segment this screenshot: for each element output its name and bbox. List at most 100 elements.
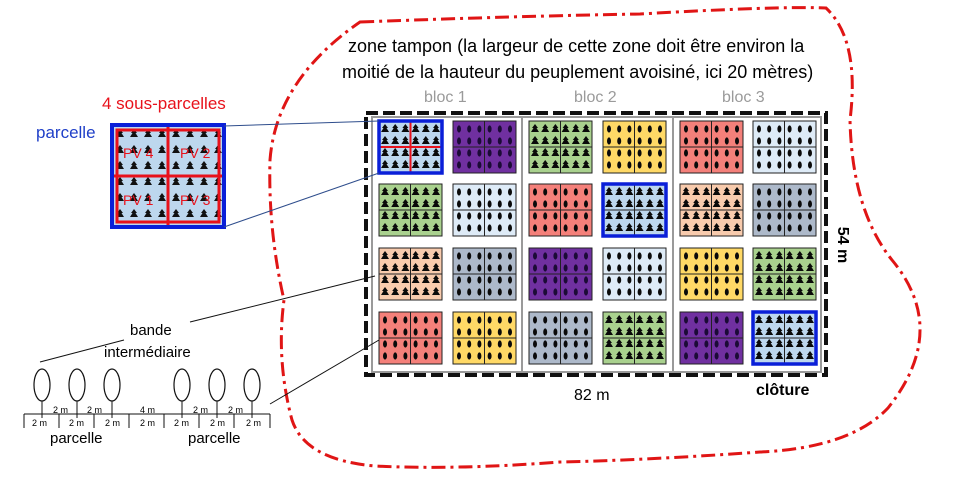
row-glyph bbox=[777, 224, 782, 232]
tree-glyph bbox=[186, 161, 194, 169]
tree-glyph bbox=[411, 287, 420, 295]
zoomed-parcel-border bbox=[110, 123, 226, 229]
row-glyph bbox=[684, 288, 688, 296]
tree-glyph bbox=[806, 251, 814, 259]
row-glyph bbox=[767, 224, 772, 232]
row-glyph bbox=[724, 316, 729, 324]
row-glyph bbox=[563, 212, 568, 220]
row-glyph bbox=[767, 149, 772, 157]
row-glyph bbox=[647, 276, 652, 284]
parcel-border bbox=[752, 183, 817, 237]
tree-glyph bbox=[795, 351, 804, 359]
row-glyph bbox=[477, 328, 482, 336]
spacing-top-1: 2 m bbox=[53, 405, 69, 415]
row-glyph bbox=[797, 224, 802, 232]
row-glyph bbox=[467, 149, 472, 157]
tree-glyph bbox=[531, 160, 539, 168]
tree-glyph bbox=[551, 136, 560, 144]
tree-glyph bbox=[432, 263, 440, 271]
tree-glyph bbox=[551, 124, 560, 132]
row-glyph bbox=[777, 137, 782, 145]
tree-glyph bbox=[645, 339, 654, 347]
row-glyph bbox=[553, 328, 558, 336]
parcel-5 bbox=[679, 120, 744, 174]
row-glyph bbox=[467, 328, 472, 336]
tree-glyph bbox=[702, 187, 711, 195]
parcel-label: parcelle bbox=[36, 123, 96, 142]
tree-glyph bbox=[755, 339, 763, 347]
tree-glyph bbox=[200, 209, 208, 217]
row-glyph bbox=[617, 252, 622, 260]
row-glyph bbox=[563, 288, 568, 296]
row-glyph bbox=[393, 316, 398, 324]
row-glyph bbox=[383, 328, 387, 336]
row-glyph bbox=[573, 252, 578, 260]
row-glyph bbox=[434, 316, 438, 324]
row-glyph bbox=[714, 125, 719, 133]
width-dimension-label: 82 m bbox=[574, 387, 610, 404]
parcel-13 bbox=[378, 247, 443, 301]
tree-glyph bbox=[391, 263, 400, 271]
row-glyph bbox=[714, 161, 719, 169]
fence-outline bbox=[364, 111, 828, 377]
row-glyph bbox=[724, 149, 729, 157]
tree-glyph bbox=[172, 177, 180, 185]
tree-glyph bbox=[682, 187, 690, 195]
callout-line-top bbox=[223, 120, 380, 127]
row-glyph bbox=[647, 288, 652, 296]
tree-glyph bbox=[712, 199, 721, 207]
tree-glyph bbox=[421, 251, 430, 259]
parcel-border bbox=[679, 120, 744, 174]
tree-glyph bbox=[381, 124, 389, 132]
tree-glyph bbox=[682, 211, 690, 219]
row-glyph bbox=[777, 188, 782, 196]
row-glyph bbox=[508, 316, 512, 324]
parcel-border bbox=[378, 183, 443, 237]
tree-glyph bbox=[605, 339, 613, 347]
row-glyph bbox=[497, 137, 502, 145]
row-glyph bbox=[637, 149, 642, 157]
tree-glyph bbox=[571, 124, 580, 132]
row-glyph bbox=[477, 125, 482, 133]
tree-glyph bbox=[625, 211, 634, 219]
row-glyph bbox=[497, 264, 502, 272]
row-glyph bbox=[584, 252, 588, 260]
parcel-8 bbox=[452, 183, 517, 237]
row-glyph bbox=[797, 212, 802, 220]
row-glyph bbox=[563, 200, 568, 208]
row-glyph bbox=[584, 224, 588, 232]
row-glyph bbox=[543, 316, 548, 324]
row-glyph bbox=[735, 252, 739, 260]
row-glyph bbox=[684, 328, 688, 336]
row-glyph bbox=[434, 340, 438, 348]
row-glyph bbox=[403, 328, 408, 336]
tree-glyph bbox=[635, 339, 644, 347]
row-glyph bbox=[457, 316, 461, 324]
row-glyph bbox=[508, 276, 512, 284]
tree-glyph bbox=[785, 351, 794, 359]
tree-glyph bbox=[755, 287, 763, 295]
row-glyph bbox=[735, 328, 739, 336]
row-glyph bbox=[694, 316, 699, 324]
tree-glyph bbox=[722, 199, 731, 207]
row-glyph bbox=[724, 125, 729, 133]
row-glyph bbox=[637, 125, 642, 133]
row-glyph bbox=[584, 288, 588, 296]
spacing-bottom-2: 2 m bbox=[69, 418, 85, 428]
row-glyph bbox=[533, 200, 537, 208]
row-glyph bbox=[563, 188, 568, 196]
tree-glyph bbox=[381, 187, 389, 195]
tree-glyph bbox=[775, 275, 784, 283]
tree-glyph bbox=[200, 145, 208, 153]
row-glyph bbox=[797, 125, 802, 133]
row-glyph bbox=[787, 149, 792, 157]
row-glyph bbox=[808, 212, 812, 220]
parcel-7 bbox=[378, 183, 443, 237]
parcel-border bbox=[377, 119, 444, 175]
row-glyph bbox=[617, 149, 622, 157]
row-glyph bbox=[607, 288, 611, 296]
tree-glyph bbox=[172, 209, 180, 217]
row-glyph bbox=[647, 149, 652, 157]
tree-glyph bbox=[635, 315, 644, 323]
parcel-6 bbox=[752, 120, 817, 174]
